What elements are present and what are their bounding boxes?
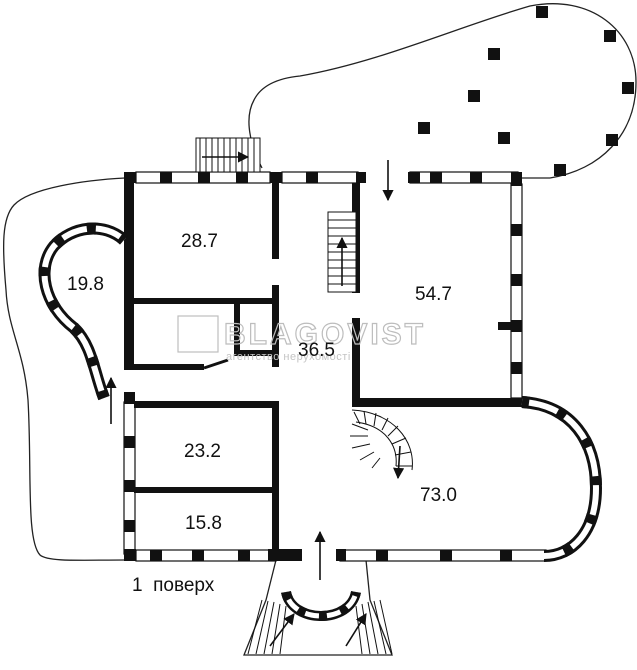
arrow-entrance-right [345,613,367,647]
wall-closet-vertical [234,304,240,350]
terrace-pillars [418,6,634,176]
wall-top-right-corner [511,172,522,186]
window-top-center [281,171,359,184]
spiral-staircase [350,409,413,471]
wall-bottom-mid-left [268,549,302,561]
room-labels: 28.7 19.8 54.7 36.5 23.2 15.8 73.0 [67,231,457,534]
wall-bottom-left-corner [124,549,136,561]
floor-label: 1 поверх [132,575,215,596]
room-area-15-8: 15.8 [185,513,222,534]
bay-window-19-8 [38,222,129,401]
entrance-arc [281,590,361,621]
room-area-54-7: 54.7 [415,284,452,305]
entrance-stairs [247,599,393,655]
arrow-spiral-down [393,445,405,480]
wall-vertical-center-upper [272,183,279,259]
window-top-right [409,171,519,184]
room-area-36-5: 36.5 [298,340,335,361]
watermark-logo [177,315,219,353]
room-area-19-8: 19.8 [67,274,104,295]
bay-window-73-0 [521,396,603,562]
wall-top-mid [270,172,282,183]
watermark-tagline: агентство нерухомості [226,351,351,363]
wall-stub-right [498,322,511,330]
room-area-28-7: 28.7 [181,231,218,252]
wall-closet-bottom [234,350,279,356]
wall-top-gap-right [408,172,420,183]
upper-terrace-outline [248,3,637,179]
wall-left-lower-corner [124,392,135,404]
watermark-brand: BLAGOVIST [224,318,426,351]
wall-big-room-bottom [352,398,522,407]
arrow-entrance-left [269,613,295,647]
wall-room-separator-4 [134,487,279,493]
watermark: BLAGOVIST агентство нерухомості [177,315,426,363]
wall-left-upper [124,172,134,370]
wall-room-separator-3 [134,401,279,408]
wall-vertical-center-lower [272,402,279,550]
closet-door [203,358,229,370]
room-area-23-2: 23.2 [184,441,221,462]
site-outline [2,3,637,656]
wall-top-gap-left [356,172,366,183]
entrance-platform-outline [243,559,393,656]
exterior-stairs-top [195,137,261,173]
wall-vertical-center-mid [272,285,279,367]
wall-bottom-mid-right [336,549,346,561]
window-mullions [124,172,522,561]
room-area-73-0: 73.0 [420,485,457,506]
left-garden-outline [2,177,126,561]
wall-big-room-left-lower [352,318,360,406]
wall-room-separator-2 [134,364,204,370]
direction-arrows [105,151,405,647]
wall-room-separator-1 [134,298,279,304]
